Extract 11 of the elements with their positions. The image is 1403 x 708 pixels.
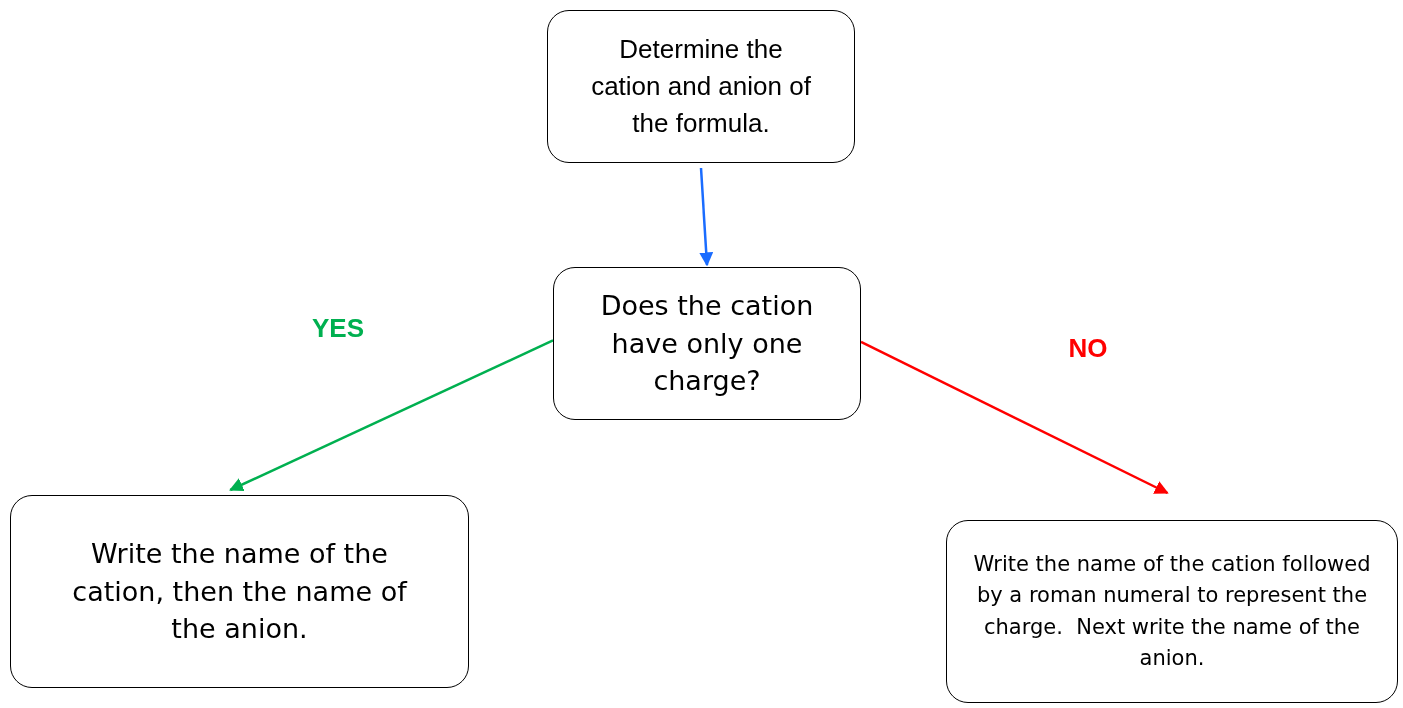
box-text: Write the name of the cation, then the name of the anion. [71, 536, 409, 647]
box-text: Write the name of the cation followed by a roman numeral to represent the charge. Next write the name of the anion. [972, 550, 1372, 672]
process-box [553, 267, 861, 420]
box-text: Determine the cation and anion of the formula. [590, 33, 812, 140]
process-box [946, 520, 1398, 703]
box-text: Does the cation have only one charge? [599, 288, 815, 399]
arrow [699, 167, 714, 267]
process-box [547, 10, 855, 163]
process-box [10, 495, 469, 688]
arrow [860, 340, 1169, 495]
arrow [229, 339, 554, 492]
